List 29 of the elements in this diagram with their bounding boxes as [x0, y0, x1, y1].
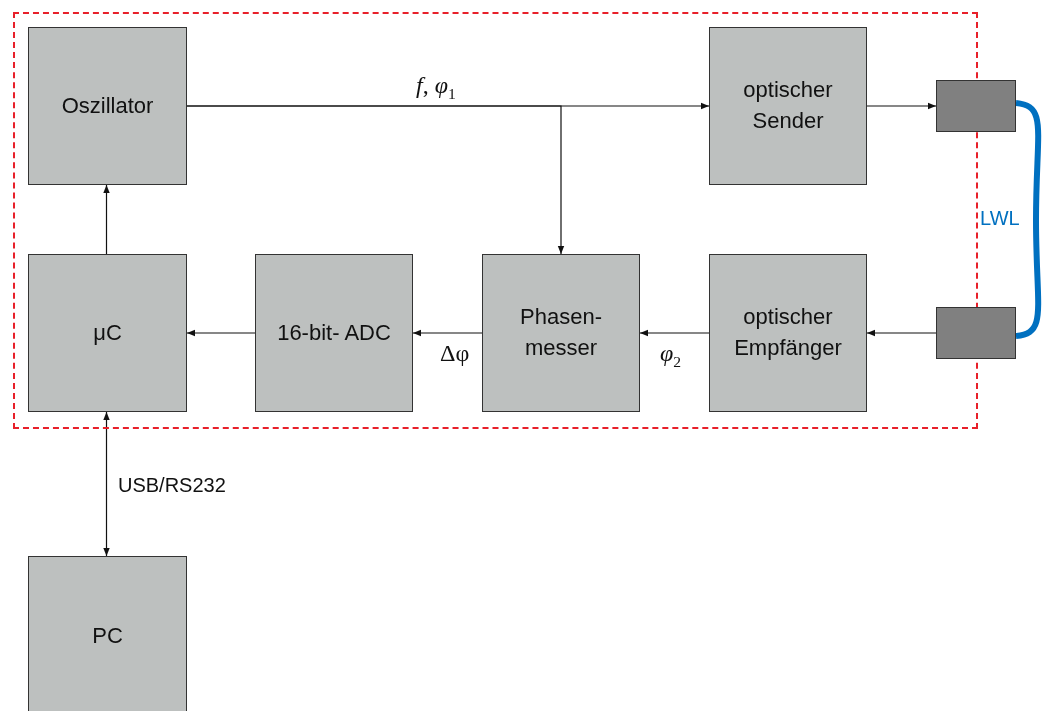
arrow	[186, 329, 256, 337]
edge-label: USB/RS232	[118, 474, 226, 496]
block-label: 16-bit- ADC	[276, 318, 392, 347]
process-box	[28, 27, 187, 185]
edge-label: φ$_{2}$	[660, 340, 682, 370]
process-box	[28, 556, 187, 711]
connector-block	[936, 307, 1016, 359]
block-label: μC	[92, 318, 123, 347]
arrow	[412, 329, 483, 337]
arrow	[186, 105, 565, 255]
arrow	[639, 329, 710, 337]
block-label: Phasen- messer	[519, 303, 603, 362]
arrow	[866, 329, 937, 337]
arrow	[103, 411, 110, 557]
connector-block	[936, 80, 1016, 132]
process-box	[709, 254, 867, 412]
block-label: optischer Sender	[742, 76, 834, 135]
process-box	[482, 254, 640, 412]
boundary-frame	[13, 12, 978, 429]
arrow	[103, 184, 110, 255]
process-box	[255, 254, 413, 412]
block-label: Oszillator	[60, 91, 155, 120]
edge-label: f, φ$_{1}$	[416, 72, 456, 102]
edge-label: Δφ	[440, 340, 470, 367]
process-box	[28, 254, 187, 412]
block-label: PC	[91, 621, 124, 650]
process-box	[709, 27, 867, 185]
block-label: optischer Empfänger	[733, 303, 843, 362]
arrow	[866, 102, 937, 110]
